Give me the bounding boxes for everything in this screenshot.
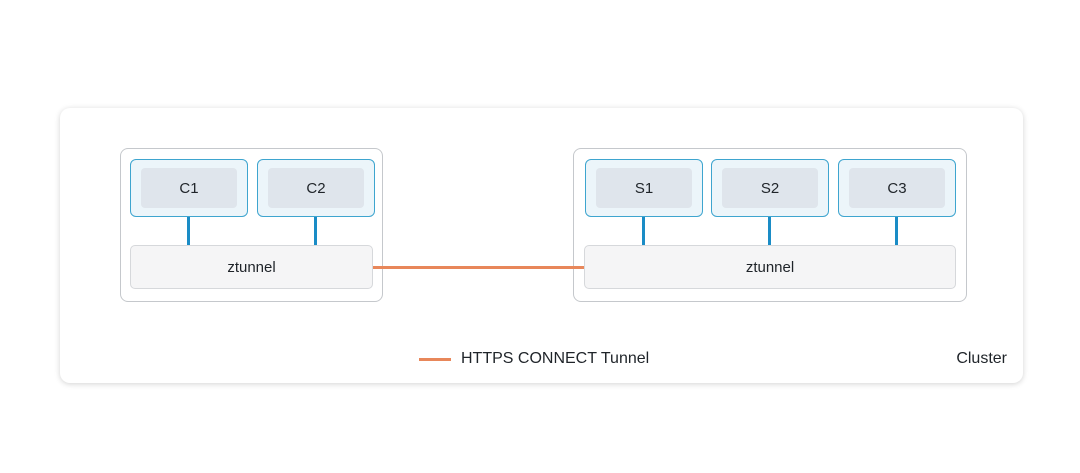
ztunnel-right: ztunnel — [584, 245, 956, 289]
pod-c1-label: C1 — [141, 168, 237, 208]
connector-s2 — [768, 217, 771, 245]
pod-s2: S2 — [711, 159, 829, 217]
legend-tunnel-swatch — [419, 357, 451, 361]
connector-s1 — [642, 217, 645, 245]
pod-c1: C1 — [130, 159, 248, 217]
legend-tunnel-label: HTTPS CONNECT Tunnel — [461, 350, 650, 367]
pod-c3: C3 — [838, 159, 956, 217]
connector-c1 — [187, 217, 190, 245]
cluster-label: Cluster — [956, 350, 1007, 367]
connector-c3 — [895, 217, 898, 245]
pod-s2-label: S2 — [722, 168, 818, 208]
ztunnel-left: ztunnel — [130, 245, 373, 289]
pod-c3-label: C3 — [849, 168, 945, 208]
pod-s1: S1 — [585, 159, 703, 217]
pod-s1-label: S1 — [596, 168, 692, 208]
pod-c2-label: C2 — [268, 168, 364, 208]
pod-c2: C2 — [257, 159, 375, 217]
https-connect-tunnel-line — [373, 266, 584, 269]
legend: HTTPS CONNECT Tunnel — [419, 349, 649, 369]
connector-c2 — [314, 217, 317, 245]
